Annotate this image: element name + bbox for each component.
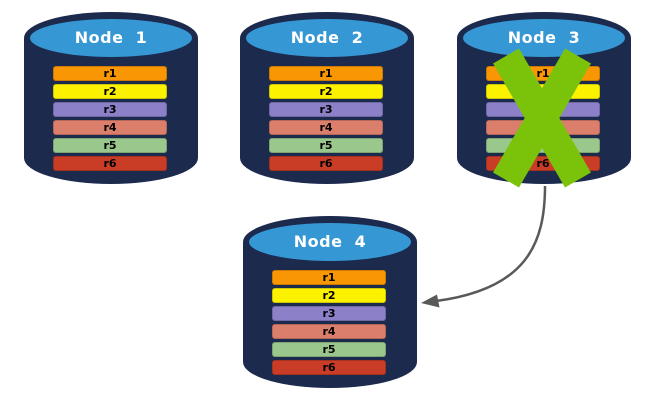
record-r2: r2 [272, 288, 386, 303]
x-strokes [493, 48, 591, 188]
record-r5: r5 [53, 138, 167, 153]
cylinder-top [249, 223, 411, 261]
node-1-title: Node 1 [74, 28, 148, 47]
node-2: Node 2 r1 r2 r3 r4 r5 r6 [238, 8, 416, 188]
arrow-head-icon [421, 294, 440, 308]
record-r2: r2 [269, 84, 383, 99]
cylinder-top [246, 19, 408, 57]
node-4-title: Node 4 [293, 232, 367, 251]
record-r4: r4 [53, 120, 167, 135]
node-3: Node 3 r1 r2 r3 r4 r5 r6 [455, 8, 633, 188]
cylinder-top [30, 19, 192, 57]
node-2-title: Node 2 [290, 28, 364, 47]
record-r5: r5 [269, 138, 383, 153]
record-r4: r4 [269, 120, 383, 135]
node-3-title: Node 3 [507, 28, 581, 47]
record-r6: r6 [269, 156, 383, 171]
record-list: r1 r2 r3 r4 r5 r6 [269, 66, 383, 174]
arrow-curve [435, 185, 547, 303]
node-1: Node 1 r1 r2 r3 r4 r5 r6 [22, 8, 200, 188]
record-r4: r4 [272, 324, 386, 339]
record-r5: r5 [272, 342, 386, 357]
node-4: Node 4 r1 r2 r3 r4 r5 r6 [241, 212, 419, 392]
record-r1: r1 [269, 66, 383, 81]
record-r6: r6 [53, 156, 167, 171]
record-r1: r1 [272, 270, 386, 285]
record-list: r1 r2 r3 r4 r5 r6 [53, 66, 167, 174]
record-r6: r6 [272, 360, 386, 375]
record-list: r1 r2 r3 r4 r5 r6 [272, 270, 386, 378]
record-r3: r3 [53, 102, 167, 117]
cylinder-top [463, 19, 625, 57]
failure-x-icon [493, 48, 591, 188]
record-r3: r3 [269, 102, 383, 117]
record-r1: r1 [53, 66, 167, 81]
record-r2: r2 [53, 84, 167, 99]
record-r3: r3 [272, 306, 386, 321]
